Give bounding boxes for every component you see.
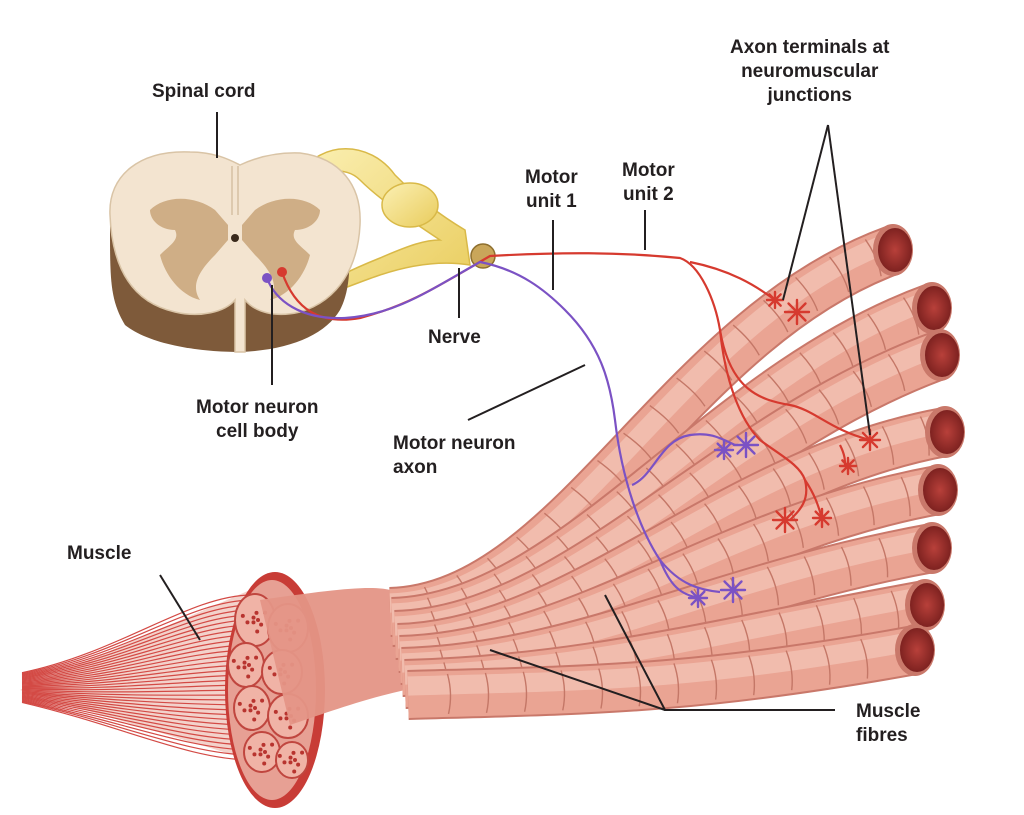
label-nerve: Nerve [428,327,481,348]
spinal-cord [109,151,361,353]
label-spinal-cord: Spinal cord [152,81,256,102]
label-muscle: Muscle [67,543,132,564]
leader-lines [159,112,871,711]
muscle-tendon [20,590,253,761]
axon-terminals [687,290,882,609]
muscle-sheath [260,588,405,725]
nerve [292,148,496,301]
